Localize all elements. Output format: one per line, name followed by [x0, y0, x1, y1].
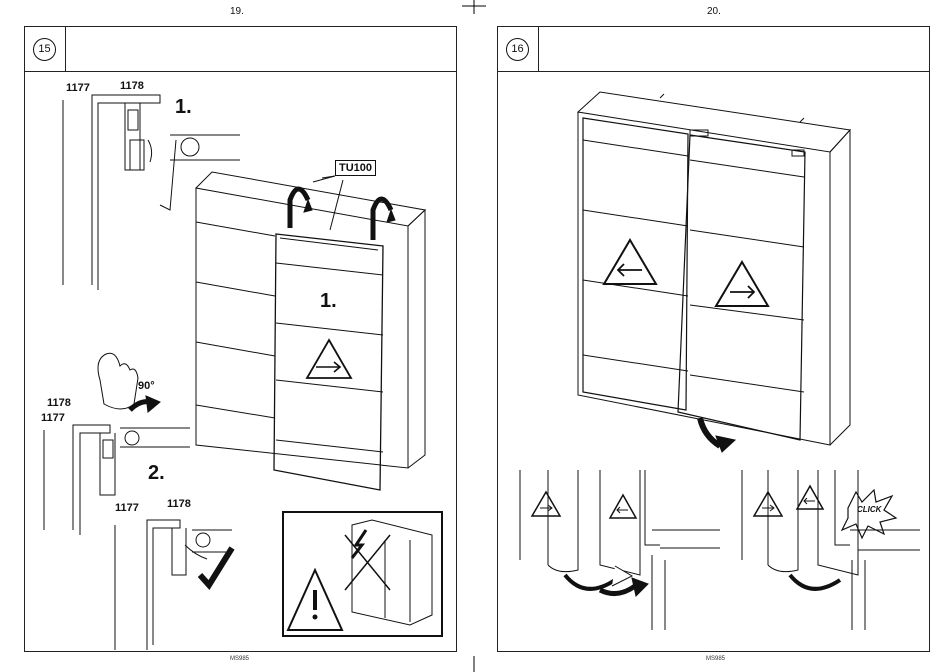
- click-label: CLICK: [857, 505, 881, 514]
